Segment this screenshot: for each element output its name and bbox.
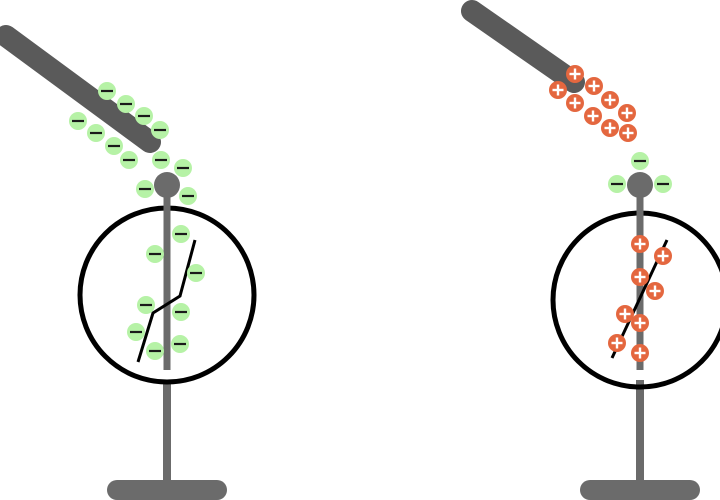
positive-charges-group bbox=[549, 65, 672, 362]
positive-charge-icon bbox=[631, 268, 649, 286]
negative-charge-icon bbox=[152, 151, 170, 169]
negative-charge-icon bbox=[171, 335, 189, 353]
positive-charge-icon bbox=[646, 282, 664, 300]
negative-charge-icon bbox=[654, 175, 672, 193]
negative-charge-icon bbox=[146, 245, 164, 263]
negative-charge-icon bbox=[98, 82, 116, 100]
negative-charge-icon bbox=[187, 264, 205, 282]
positive-charge-icon bbox=[631, 235, 649, 253]
charged-rod-negative bbox=[0, 25, 161, 153]
negative-charge-icon bbox=[608, 175, 626, 193]
positive-charge-icon bbox=[608, 334, 626, 352]
negative-charge-icon bbox=[117, 95, 135, 113]
positive-charge-icon bbox=[584, 107, 602, 125]
negative-charge-icon bbox=[120, 151, 138, 169]
deflected-leaf bbox=[136, 239, 197, 363]
positive-charge-icon bbox=[618, 104, 636, 122]
positive-charge-icon bbox=[566, 94, 584, 112]
negative-charge-icon bbox=[105, 137, 123, 155]
electroscope-negative bbox=[0, 25, 257, 500]
negative-charge-icon bbox=[136, 180, 154, 198]
positive-charge-icon bbox=[566, 65, 584, 83]
stand-base bbox=[580, 480, 700, 500]
negative-charge-icon bbox=[127, 323, 145, 341]
negative-charge-icon bbox=[146, 342, 164, 360]
negative-charge-icon bbox=[151, 121, 169, 139]
negative-charge-icon bbox=[631, 152, 649, 170]
negative-charge-icon bbox=[179, 187, 197, 205]
positive-charge-icon bbox=[654, 247, 672, 265]
electroscope-positive bbox=[461, 0, 720, 500]
negative-charge-icon bbox=[172, 225, 190, 243]
negative-charges-group bbox=[69, 82, 205, 360]
positive-charge-icon bbox=[616, 305, 634, 323]
charged-rod-positive bbox=[461, 0, 585, 93]
negative-charge-icon bbox=[135, 107, 153, 125]
positive-charge-icon bbox=[601, 91, 619, 109]
positive-charge-icon bbox=[631, 314, 649, 332]
positive-charge-icon bbox=[601, 119, 619, 137]
stand-base bbox=[107, 480, 227, 500]
electroscope-knob bbox=[627, 172, 653, 198]
negative-charge-icon bbox=[69, 112, 87, 130]
negative-charge-icon bbox=[172, 303, 190, 321]
negative-charge-icon bbox=[137, 296, 155, 314]
positive-charge-icon bbox=[549, 81, 567, 99]
negative-charge-icon bbox=[174, 159, 192, 177]
electroscope-knob bbox=[154, 172, 180, 198]
negative-charge-icon bbox=[87, 124, 105, 142]
positive-charge-icon bbox=[619, 124, 637, 142]
positive-charge-icon bbox=[585, 77, 603, 95]
positive-charge-icon bbox=[631, 344, 649, 362]
